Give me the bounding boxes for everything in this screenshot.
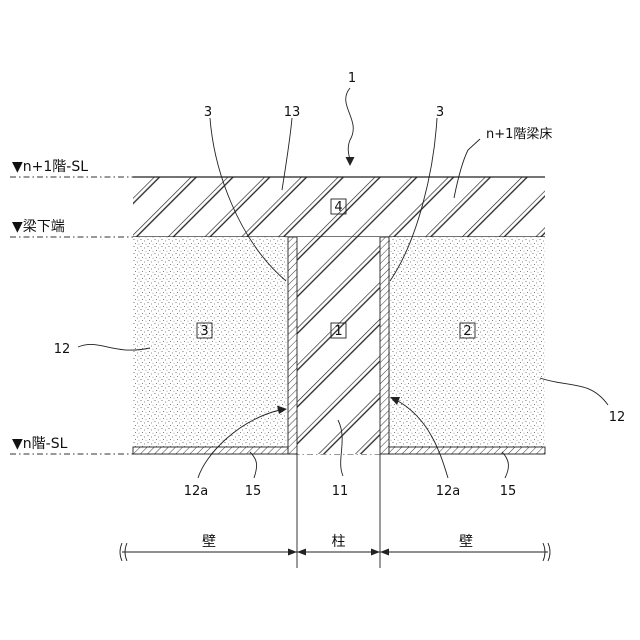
ref-3-right: 3 [436,105,444,120]
leader-15-right [502,452,508,478]
ref-13: 13 [284,105,301,120]
ref-3-left: 3 [204,105,212,120]
ref-12a-right: 12a [436,484,461,499]
recess-joint-left [288,237,297,454]
level-label-beam: ▼梁下端 [12,219,65,235]
leader-12-right [540,378,608,405]
level-label-top: ▼n+1階-SL [12,159,88,175]
leader-15-left [250,452,257,478]
ref-15-left: 15 [245,484,262,499]
ref-12-left: 12 [54,342,71,357]
base-strip-left [133,447,288,454]
box-2-text: 2 [463,324,471,339]
box-1-text: 1 [334,324,342,339]
ref-15-right: 15 [500,484,517,499]
wall-right [389,237,545,447]
ref-11: 11 [332,484,349,499]
leader-1 [346,88,354,160]
box-3-text: 3 [200,324,208,339]
base-strip-right [389,447,545,454]
box-4-text: 4 [334,200,342,215]
level-label-bottom: ▼n階-SL [12,436,68,452]
slab-label: n+1階梁床 [486,127,552,142]
dim-label-wall-left: 壁 [202,534,216,550]
dim-label-column: 柱 [332,534,346,550]
recess-joint-right [380,237,389,454]
ref-12a-left: 12a [184,484,209,499]
dim-label-wall-right: 壁 [459,534,473,550]
ref-1: 1 [348,71,356,86]
ref-12-right: 12 [609,410,626,425]
wall-left [133,237,288,447]
